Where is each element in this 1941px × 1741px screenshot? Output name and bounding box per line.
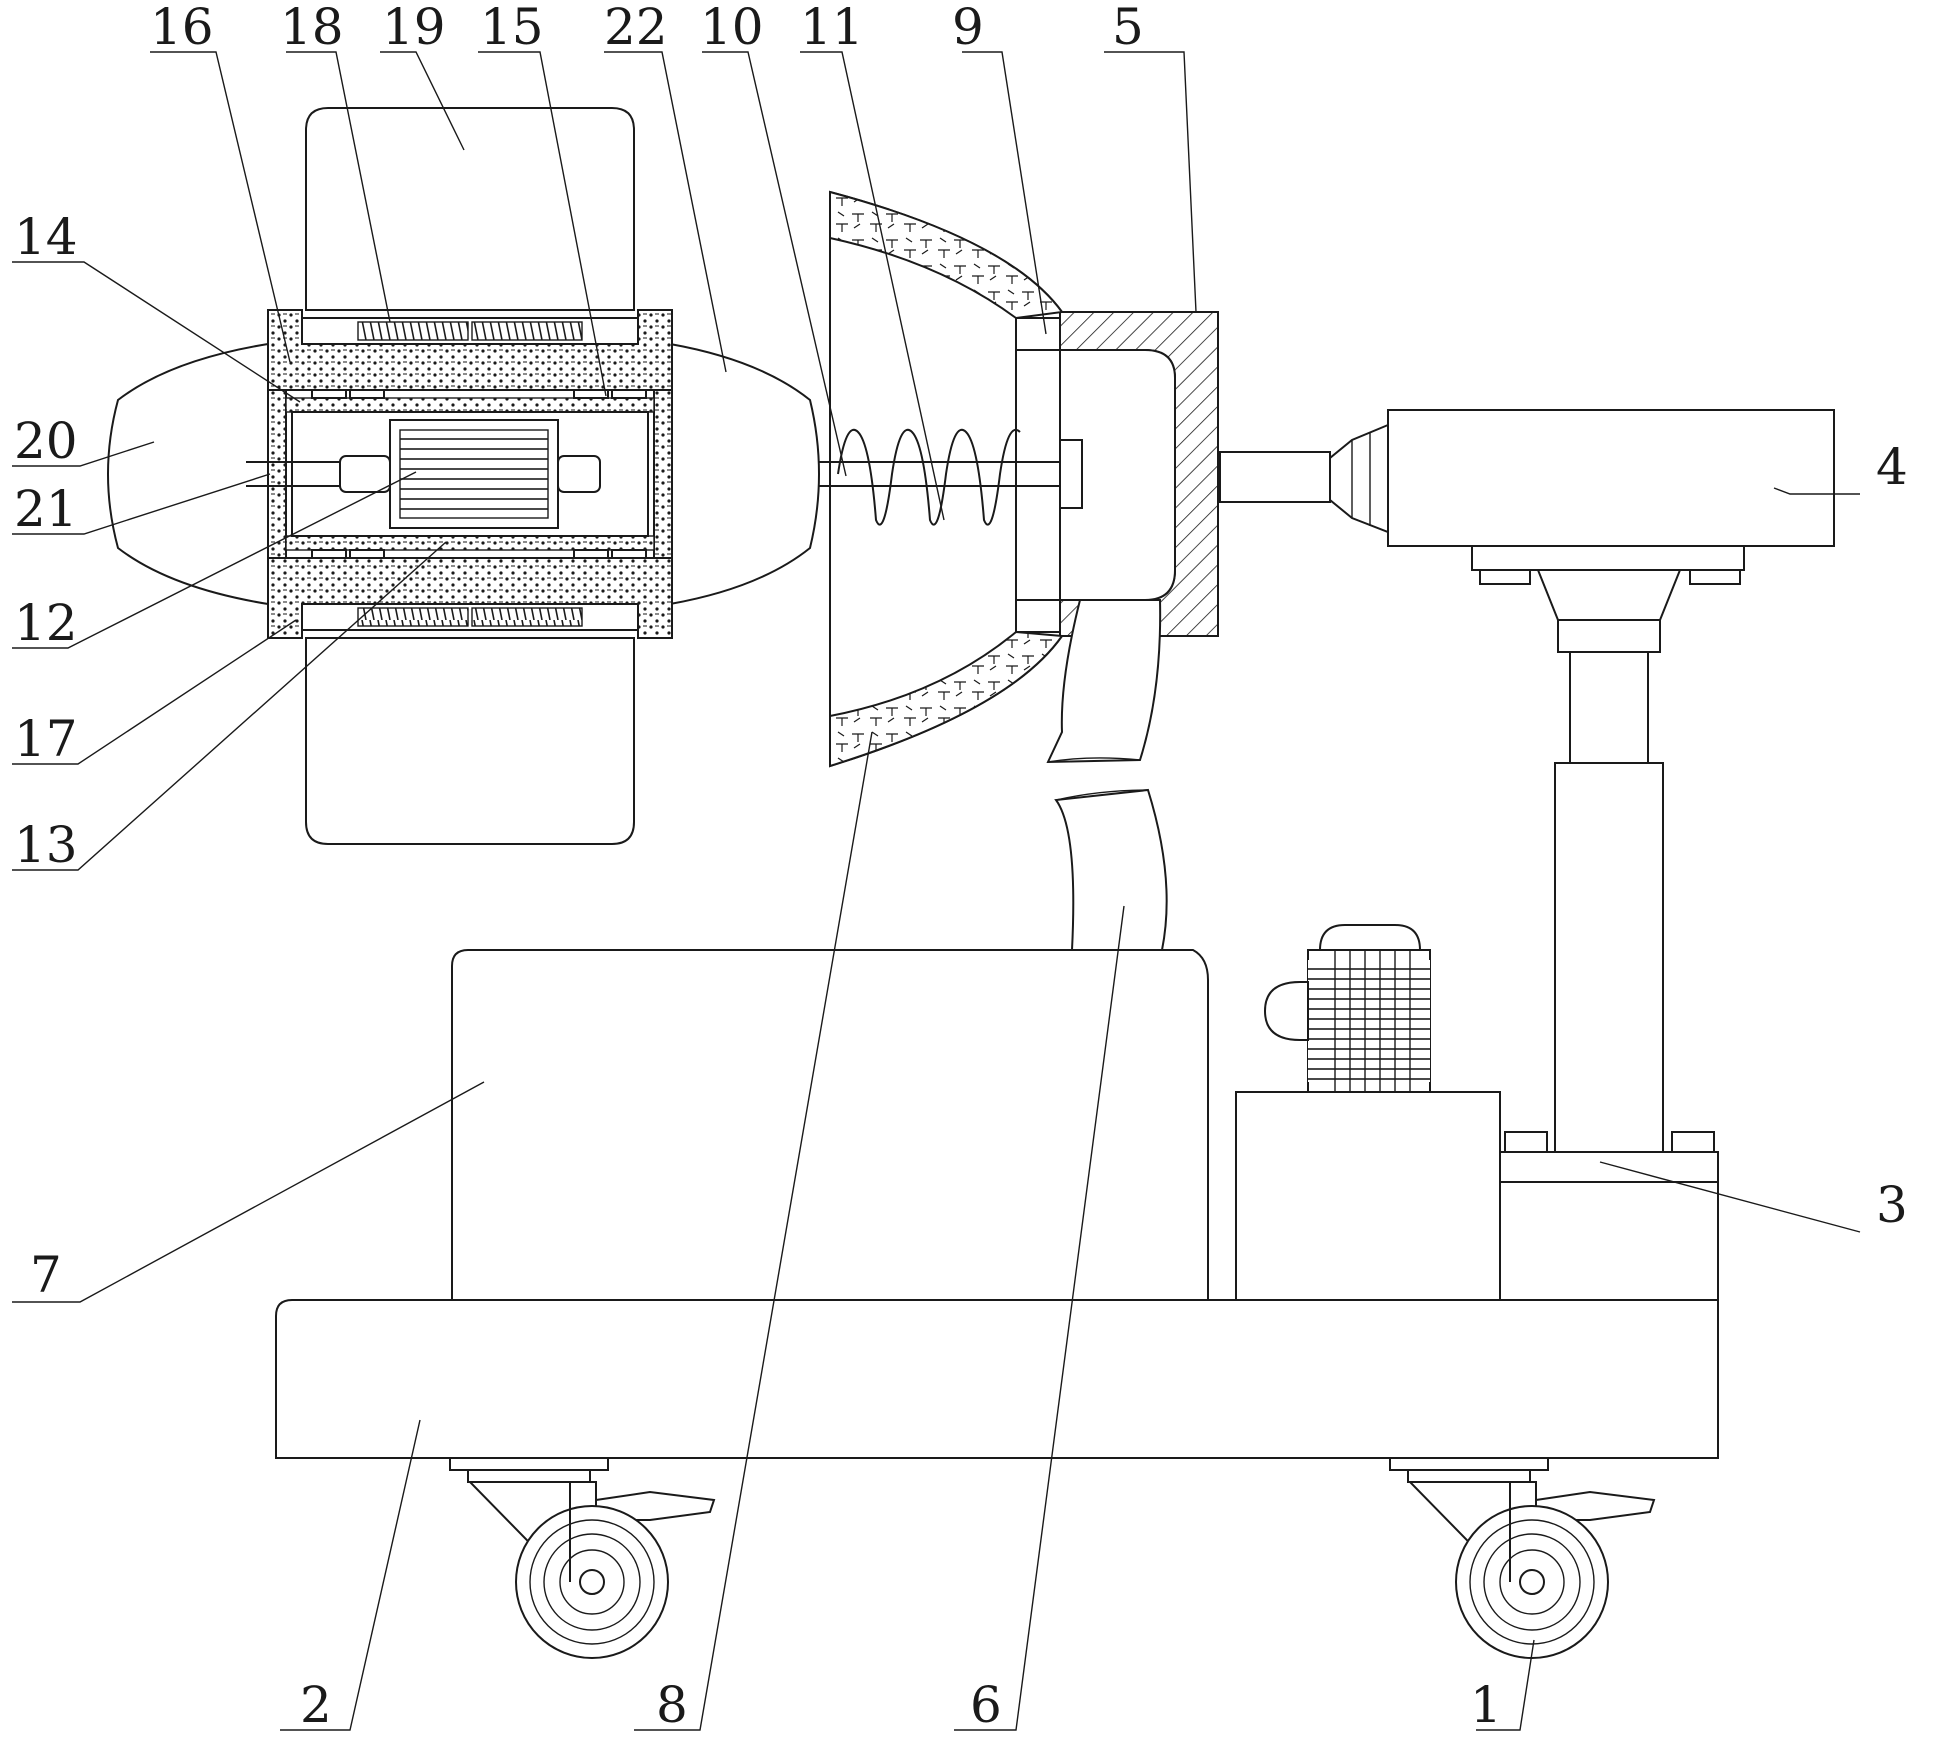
label-13: 13 — [14, 816, 78, 874]
label-1: 1 — [1470, 1676, 1502, 1734]
label-9: 9 — [952, 0, 984, 56]
label-7: 7 — [30, 1246, 62, 1304]
bearings — [311, 389, 647, 559]
label-15: 15 — [480, 0, 544, 56]
label-18: 18 — [280, 0, 344, 56]
label-19: 19 — [382, 0, 446, 56]
label-5: 5 — [1112, 0, 1144, 56]
label-10: 10 — [700, 0, 764, 56]
spring-strip-top — [301, 317, 639, 345]
pad-bottom — [305, 637, 635, 845]
caster-left — [449, 1457, 716, 1659]
label-21: 21 — [14, 480, 78, 538]
spring-strip-bottom — [301, 603, 639, 631]
label-22: 22 — [604, 0, 668, 56]
label-2: 2 — [300, 1676, 332, 1734]
storage-box — [451, 949, 1209, 1301]
pad-top — [305, 107, 635, 311]
label-11: 11 — [800, 0, 864, 56]
label-8: 8 — [656, 1676, 688, 1734]
label-20: 20 — [14, 412, 78, 470]
lift-column — [1471, 545, 1745, 1153]
compression-spring — [837, 429, 1021, 526]
label-14: 14 — [14, 208, 78, 266]
label-6: 6 — [970, 1676, 1002, 1734]
drive-motor — [1263, 924, 1431, 1093]
motor-housing — [1235, 1091, 1719, 1301]
label-17: 17 — [14, 710, 78, 768]
label-3: 3 — [1876, 1176, 1908, 1234]
caster-right — [1389, 1457, 1656, 1659]
leader-lines — [12, 51, 1861, 1731]
label-16: 16 — [150, 0, 214, 56]
callout-labels: 1 2 3 4 5 6 7 8 9 10 11 12 13 14 15 16 1… — [14, 0, 1908, 1734]
label-12: 12 — [14, 594, 78, 652]
connector-block — [1015, 317, 1083, 633]
mounting-bracket — [1059, 311, 1219, 637]
dust-hose — [1046, 599, 1168, 951]
base-platform — [275, 1299, 1719, 1459]
rotor-core — [389, 419, 559, 529]
label-4: 4 — [1876, 438, 1908, 496]
spindle-motor — [1219, 409, 1835, 547]
